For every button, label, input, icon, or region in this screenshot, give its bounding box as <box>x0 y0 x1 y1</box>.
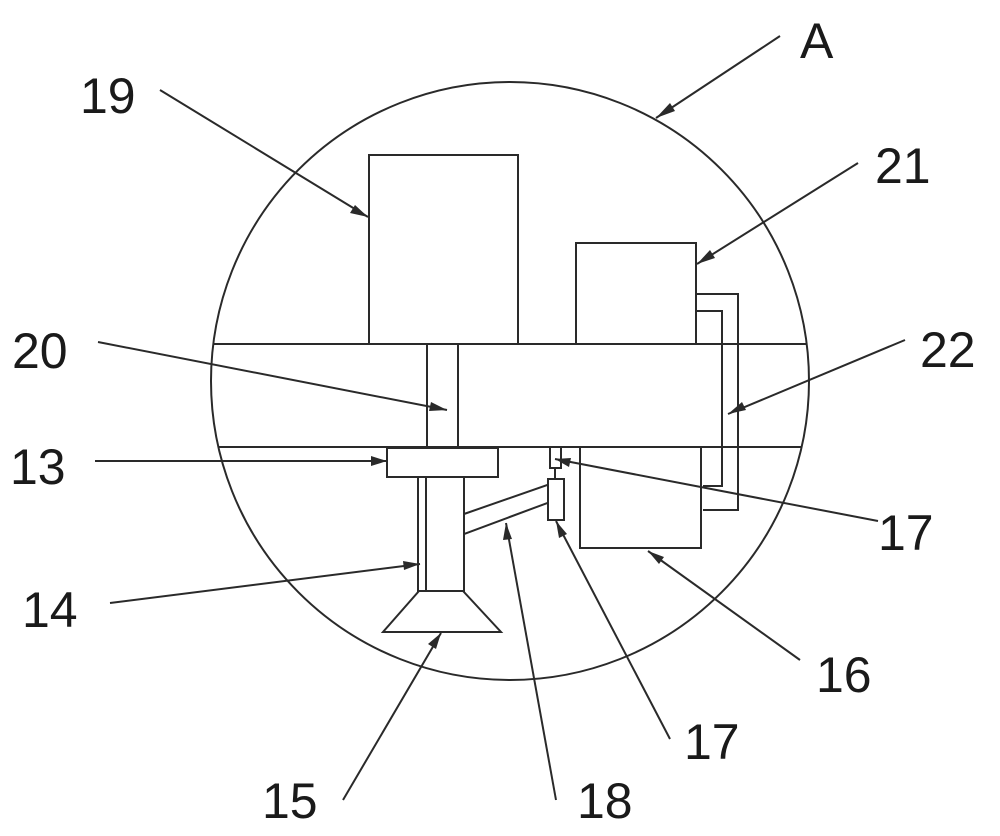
label-13: 13 <box>10 439 66 495</box>
leader-22 <box>727 339 906 415</box>
leader-17-upper <box>554 458 879 522</box>
arrowhead-17-lower <box>556 521 567 538</box>
arrowhead-21 <box>697 250 715 264</box>
label-22: 22 <box>920 322 976 378</box>
label-20: 20 <box>12 323 68 379</box>
part-13-plate <box>386 447 499 478</box>
part-16-block <box>579 446 702 549</box>
label-15: 15 <box>262 773 318 829</box>
arrowhead-20 <box>429 402 447 411</box>
arrowhead-18 <box>503 523 512 540</box>
label-17-lower: 17 <box>684 714 740 770</box>
leader-21 <box>696 162 859 265</box>
arrowhead-13 <box>371 456 387 466</box>
label-18: 18 <box>577 773 633 829</box>
part-17-valve-upper <box>549 446 562 469</box>
arrowhead-14 <box>403 561 420 570</box>
leader-20 <box>97 341 448 411</box>
arrowhead-19 <box>350 205 368 217</box>
label-16: 16 <box>816 647 872 703</box>
label-21: 21 <box>875 138 931 194</box>
part-19-block <box>368 154 519 345</box>
label-14: 14 <box>22 582 78 638</box>
part-15-cup <box>380 590 504 633</box>
part-14-column <box>417 476 465 592</box>
arrowhead-a <box>656 103 675 118</box>
part-22-pipe-inner <box>696 310 723 487</box>
arrowhead-17-upper <box>555 458 571 467</box>
part-22-pipe-outer <box>696 293 739 511</box>
callout-labels: A 19 21 20 22 13 17 14 16 17 15 18 <box>10 13 976 829</box>
leader-16 <box>647 550 801 661</box>
leader-lines <box>95 35 906 801</box>
inner-beam <box>426 343 723 448</box>
arrowhead-16 <box>648 551 664 564</box>
part-21-block <box>575 242 697 345</box>
leader-18 <box>505 522 557 801</box>
leader-19 <box>159 89 369 218</box>
arrowhead-15 <box>428 633 441 649</box>
label-19: 19 <box>80 68 136 124</box>
leader-17-lower <box>555 520 671 740</box>
arrowhead-22 <box>728 402 746 414</box>
part-17-valve-lower <box>547 478 565 521</box>
leader-a <box>655 35 781 119</box>
label-17-upper: 17 <box>878 505 934 561</box>
leader-14 <box>109 563 421 604</box>
label-a: A <box>800 13 834 69</box>
leader-15 <box>342 632 442 801</box>
part-20-shaft <box>426 343 459 448</box>
